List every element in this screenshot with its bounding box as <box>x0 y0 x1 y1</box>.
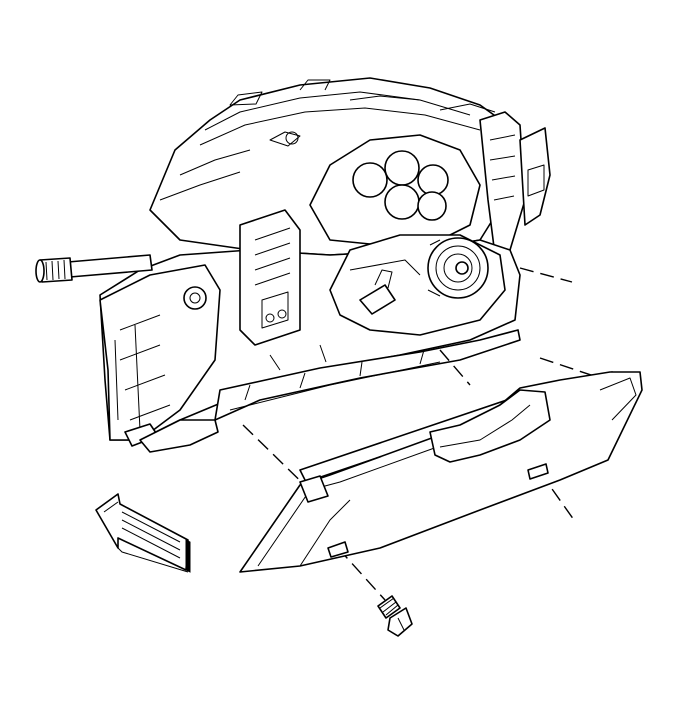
steering-column-shaft <box>35 254 153 283</box>
instrument-cluster-gauges <box>352 150 449 221</box>
steering-column-mechanism <box>349 237 489 315</box>
knee-bolster-trim-panel <box>239 371 643 573</box>
vehicle-front-direction-arrow <box>95 493 191 573</box>
instrument-panel-assembly <box>99 77 551 453</box>
bolt <box>377 595 413 637</box>
